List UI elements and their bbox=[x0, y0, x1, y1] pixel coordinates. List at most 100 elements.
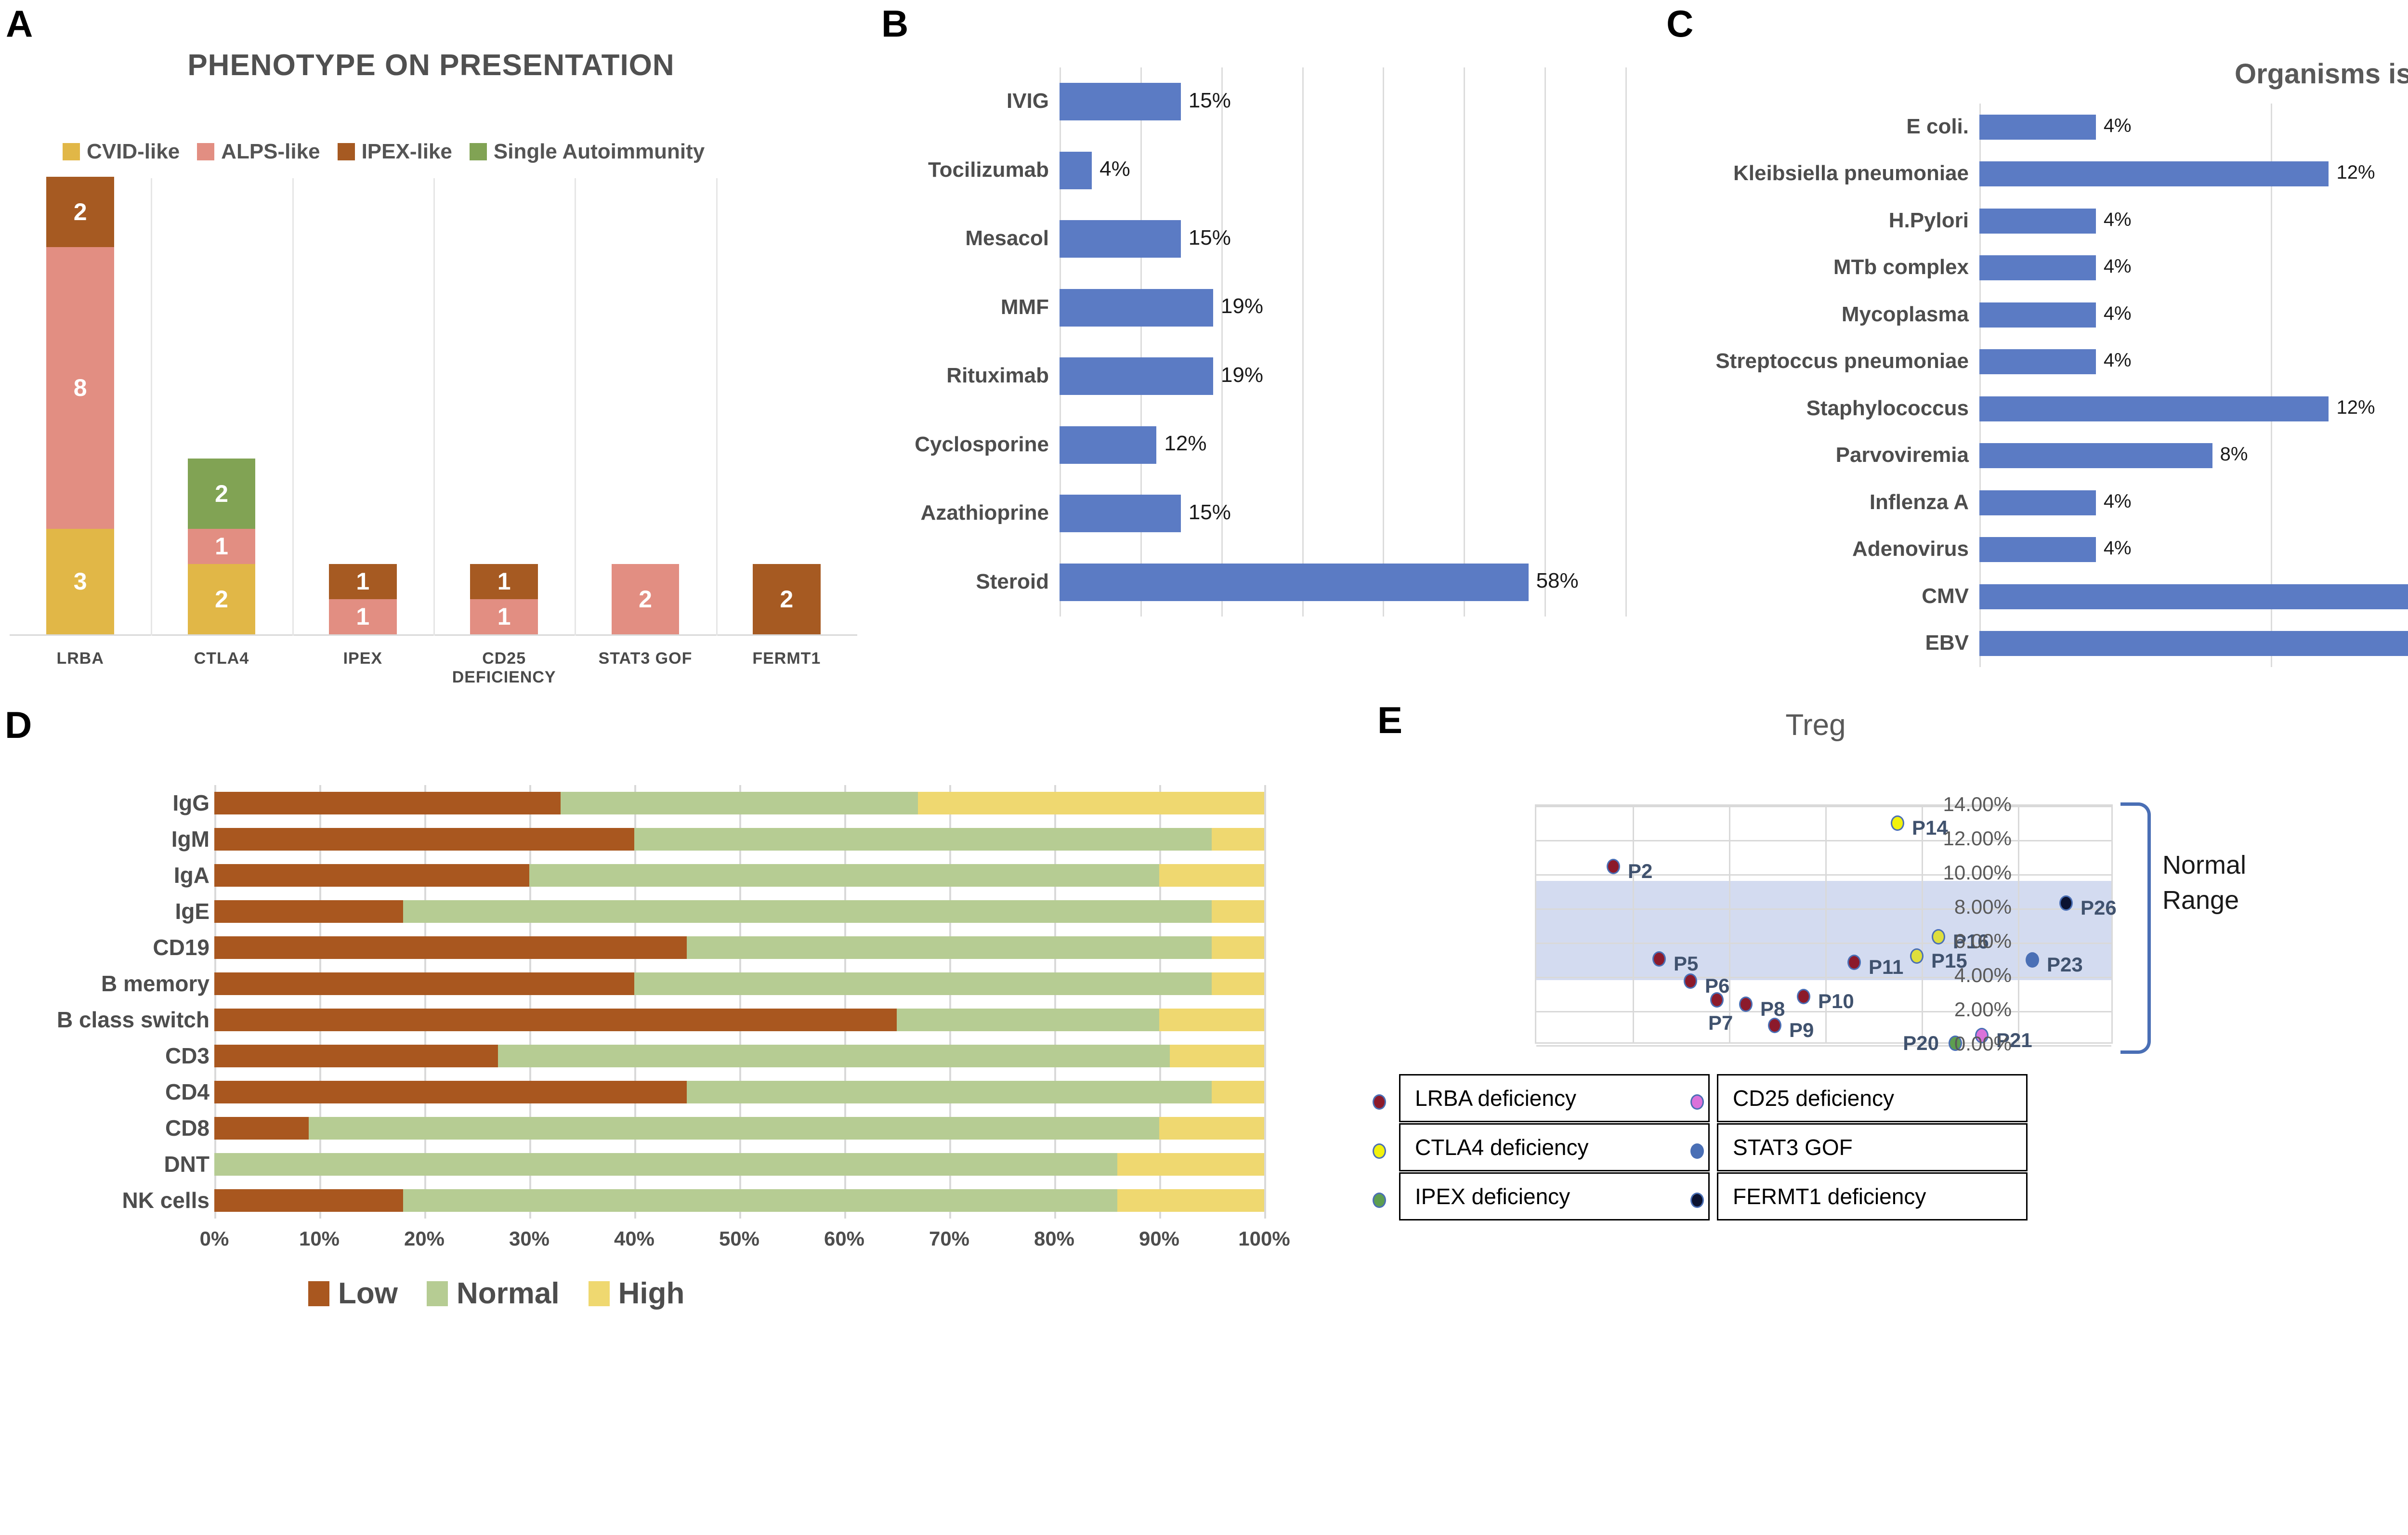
data-point-P14 bbox=[1891, 815, 1904, 831]
category-label-5: B memory bbox=[101, 971, 209, 996]
data-point-P10 bbox=[1797, 988, 1810, 1004]
stacked-row-8 bbox=[214, 1081, 1264, 1103]
category-label-3: IgE bbox=[175, 898, 209, 924]
y-tick-7: 14.00% bbox=[1943, 793, 2012, 815]
bar-0 bbox=[1979, 631, 2408, 656]
category-label-11: E coli. bbox=[1906, 114, 1969, 138]
bar-8 bbox=[1979, 255, 2096, 281]
x-tick-6: 60% bbox=[824, 1227, 865, 1250]
bar-segment bbox=[497, 1045, 1170, 1067]
grid-line bbox=[1054, 785, 1056, 1219]
legend-swatch-icon bbox=[197, 143, 215, 160]
x-tick-7: 70% bbox=[929, 1227, 970, 1250]
stacked-bar-5: 2 bbox=[752, 564, 821, 634]
data-point-label-P21: P21 bbox=[1996, 1029, 2032, 1052]
legend-box: IPEX deficiency bbox=[1399, 1172, 1710, 1220]
bar-value-label-6: 4% bbox=[2103, 350, 2132, 371]
y-tick-4: 8.00% bbox=[1954, 895, 2012, 918]
category-label-9: H.Pylori bbox=[1888, 208, 1969, 232]
legend-swatch-icon bbox=[308, 1281, 329, 1306]
panel-c-organisms-chart: C Organisms isolated 19%EBV15%CMV4%Adeno… bbox=[1637, 0, 2408, 689]
data-point-label-P14: P14 bbox=[1912, 816, 1948, 839]
bar-11 bbox=[1979, 114, 2096, 140]
x-tick-2: 20% bbox=[404, 1227, 445, 1250]
bar-segment bbox=[214, 792, 561, 814]
data-point-label-P26: P26 bbox=[2081, 896, 2117, 919]
bar-segment bbox=[561, 792, 918, 814]
data-point-label-P15: P15 bbox=[1931, 949, 1967, 972]
bar-segment: 2 bbox=[46, 177, 115, 248]
bar-value-label-5: 12% bbox=[2336, 396, 2375, 418]
category-label-8: MTb complex bbox=[1833, 255, 1969, 279]
category-label-0: Steroid bbox=[976, 569, 1049, 593]
data-point-P21 bbox=[1975, 1028, 1989, 1044]
bar-segment bbox=[1117, 1153, 1264, 1176]
bar-segment bbox=[214, 972, 634, 995]
grid-line bbox=[575, 178, 576, 636]
bar-segment: 2 bbox=[187, 564, 256, 634]
data-point-label-P10: P10 bbox=[1818, 989, 1854, 1012]
bar-segment bbox=[1159, 1117, 1264, 1140]
bar-value-label-11: 4% bbox=[2103, 115, 2132, 136]
bar-3 bbox=[1060, 357, 1213, 395]
legend-item-lrba-deficiency: LRBA deficiency bbox=[1373, 1074, 1710, 1123]
grid-line bbox=[1060, 67, 1061, 617]
panel-a-title: PHENOTYPE ON PRESENTATION bbox=[187, 49, 675, 82]
category-label-2: Adenovirus bbox=[1852, 537, 1969, 561]
data-point-P16 bbox=[1932, 929, 1945, 945]
legend-item-low: Low bbox=[308, 1276, 398, 1311]
legend-marker-icon bbox=[1690, 1094, 1704, 1110]
grid-line bbox=[634, 785, 636, 1219]
y-tick-5: 10.00% bbox=[1943, 861, 2012, 884]
legend-label: CTLA4 deficiency bbox=[1415, 1135, 1589, 1160]
bar-value-label-3: 19% bbox=[1220, 363, 1263, 387]
stacked-row-5 bbox=[214, 972, 1264, 995]
stacked-row-0 bbox=[214, 792, 1264, 814]
grid-line-h bbox=[1536, 806, 2111, 807]
grid-line bbox=[844, 785, 846, 1219]
category-label-11: NK cells bbox=[122, 1187, 209, 1213]
legend-item-ipex-like: IPEX-like bbox=[337, 140, 452, 164]
category-label-6: B class switch bbox=[56, 1007, 209, 1032]
grid-line bbox=[716, 178, 718, 636]
bar-segment bbox=[1212, 828, 1264, 851]
grid-line-h bbox=[1536, 908, 2111, 910]
category-label-5: Mesacol bbox=[965, 226, 1049, 250]
legend-swatch-icon bbox=[469, 143, 487, 160]
legend-item-ctla4-deficiency: CTLA4 deficiency bbox=[1373, 1123, 1710, 1172]
bar-2 bbox=[1979, 537, 2096, 563]
x-tick-0: 0% bbox=[199, 1227, 229, 1250]
data-point-P7 bbox=[1710, 992, 1724, 1008]
bar-3 bbox=[1979, 490, 2096, 515]
bar-segment bbox=[214, 1117, 309, 1140]
legend-item-cvid-like: CVID-like bbox=[63, 140, 180, 164]
bar-segment bbox=[529, 864, 1159, 887]
category-label-3: Inflenza A bbox=[1869, 490, 1969, 514]
normal-range-brace bbox=[2120, 802, 2151, 1054]
category-label-2: IgA bbox=[173, 862, 209, 888]
data-point-label-P9: P9 bbox=[1789, 1019, 1814, 1042]
grid-line bbox=[292, 178, 294, 636]
legend-label: CVID-like bbox=[87, 140, 180, 163]
stacked-row-7 bbox=[214, 1045, 1264, 1067]
bar-segment bbox=[634, 972, 1212, 995]
legend-item-alps-like: ALPS-like bbox=[197, 140, 320, 164]
x-axis-label-2: IPEX bbox=[343, 649, 383, 668]
bar-segment: 2 bbox=[752, 564, 821, 634]
y-tick-2: 4.00% bbox=[1954, 964, 2012, 986]
legend-label: Low bbox=[338, 1277, 398, 1310]
data-point-label-P8: P8 bbox=[1760, 997, 1785, 1020]
category-label-2: Cyclosporine bbox=[915, 432, 1049, 456]
legend-item-fermt1-deficiency: FERMT1 deficiency bbox=[1690, 1172, 2028, 1221]
legend-marker-icon bbox=[1373, 1193, 1386, 1208]
panel-c-letter: C bbox=[1666, 2, 1694, 45]
x-tick-10: 100% bbox=[1238, 1227, 1290, 1250]
grid-line bbox=[1464, 67, 1466, 617]
